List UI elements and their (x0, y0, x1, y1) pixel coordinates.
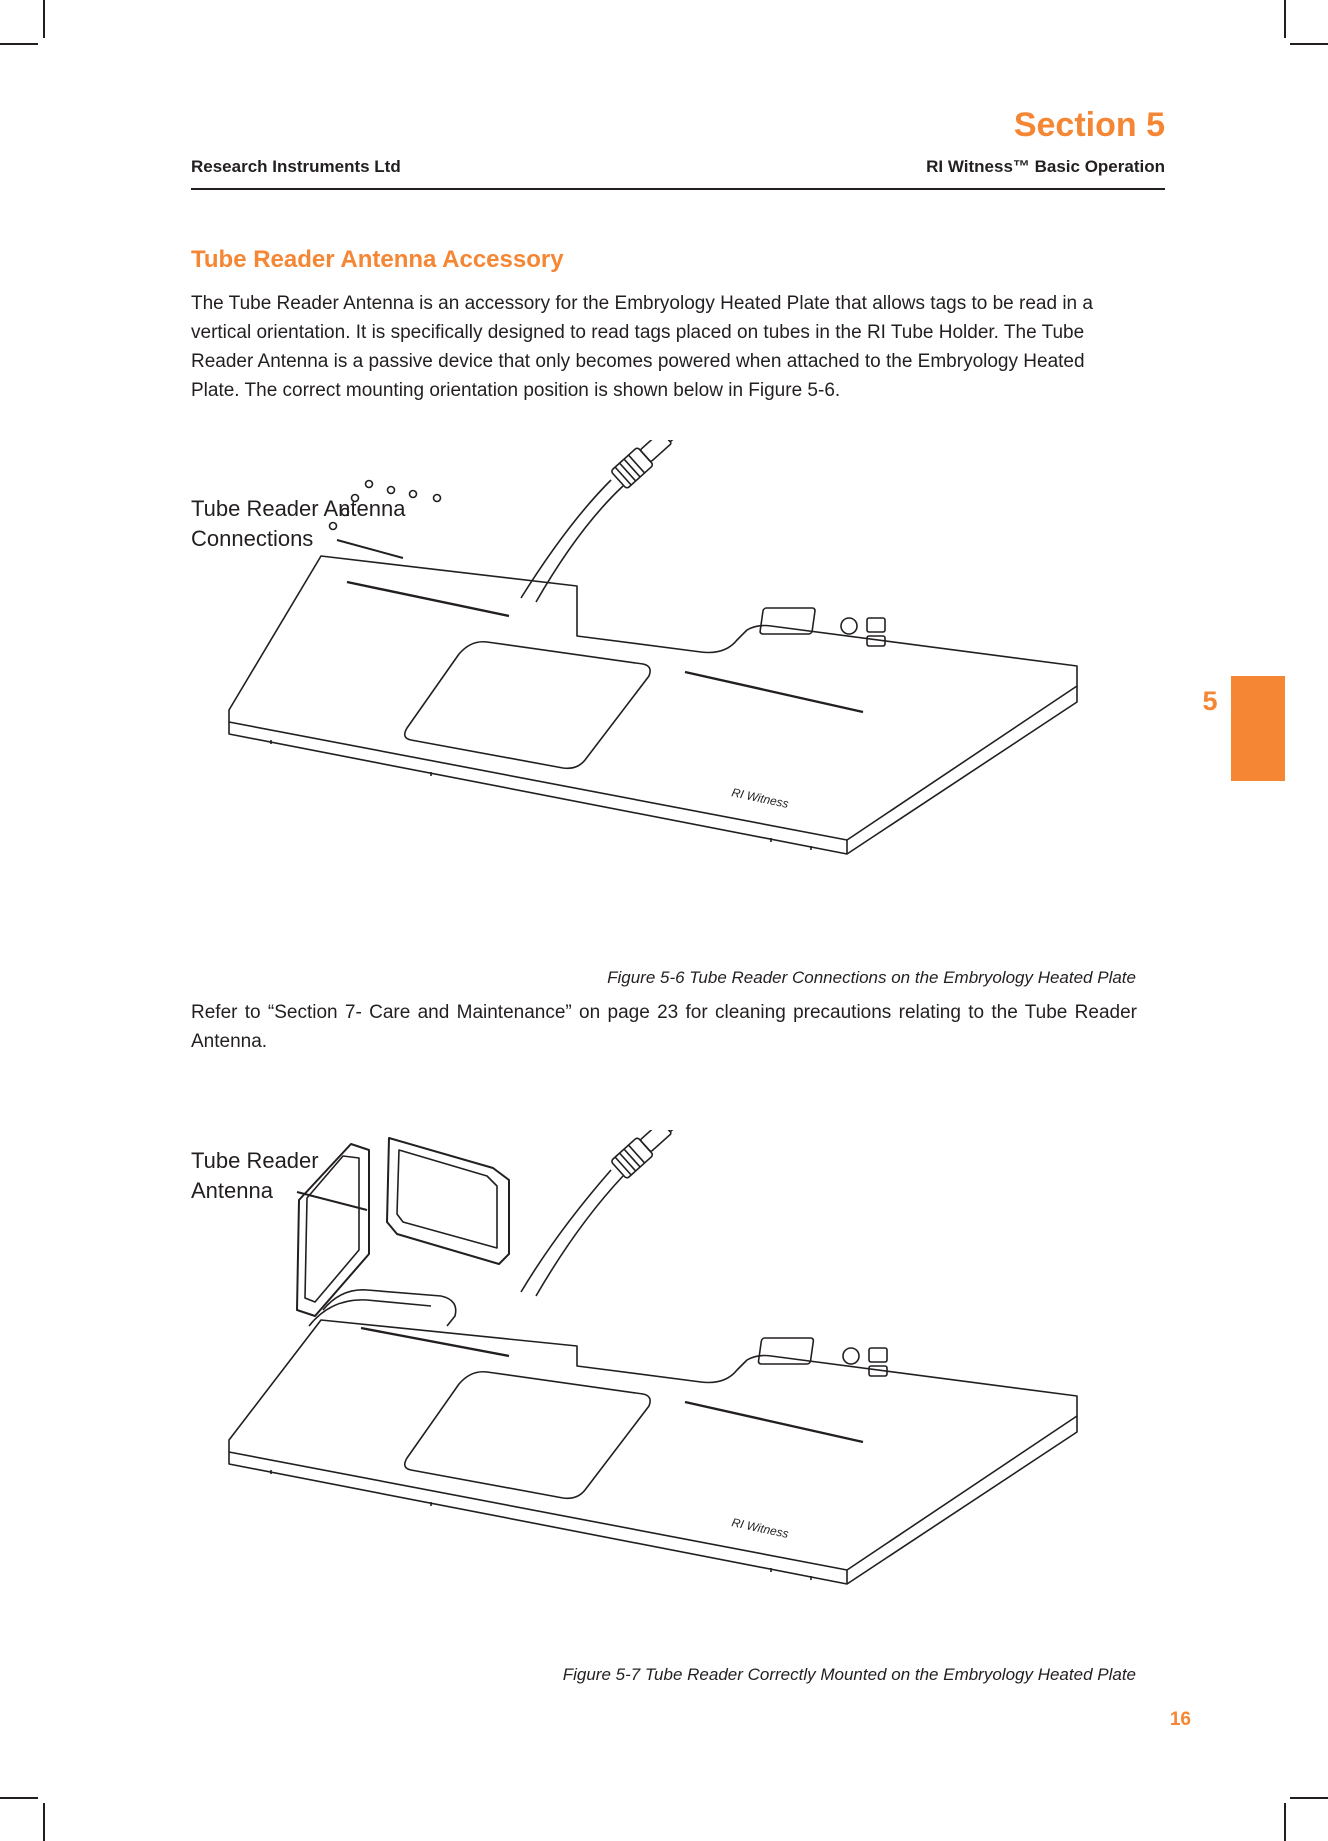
connection-hole (340, 507, 350, 517)
figure1-callout-line2: Connections (191, 526, 314, 551)
intro-paragraph: The Tube Reader Antenna is an accessory … (191, 293, 1093, 401)
figure2-callout: Tube Reader Antenna (191, 1146, 319, 1206)
mounted-antenna-figure: RI Witness (228, 1130, 1078, 1585)
section-tab-number: 5 (1202, 686, 1218, 716)
plate-top (228, 1319, 1078, 1571)
connection-hole (350, 493, 360, 503)
connection-hole (386, 485, 396, 495)
control-panel (759, 607, 886, 647)
callout-leader-line (336, 539, 404, 559)
heated-pad (403, 1370, 651, 1500)
cable (520, 1169, 612, 1293)
crop-mark (1284, 0, 1286, 38)
connection-hole (328, 521, 338, 531)
figure2-caption: Figure 5-7 Tube Reader Correctly Mounted… (562, 1665, 1136, 1684)
connector-icon (611, 1130, 685, 1179)
antenna-frame-left (296, 1143, 370, 1317)
figure2-callout-line2: Antenna (191, 1178, 273, 1203)
brand-mark: RI Witness (730, 785, 790, 811)
connector-icon (611, 440, 685, 489)
crop-mark (1284, 1803, 1286, 1841)
cable (535, 485, 624, 603)
heated-plate-figure: RI Witness (228, 440, 1078, 855)
page-heading: Tube Reader Antenna Accessory (191, 246, 564, 273)
control-panel (757, 1337, 888, 1377)
plate-side (228, 1416, 1078, 1585)
header-subtitle: RI Witness™ Basic Operation (926, 157, 1165, 176)
crop-mark (1290, 43, 1328, 45)
page-number: 16 (1169, 1709, 1191, 1730)
cable (520, 479, 612, 599)
crop-mark (43, 0, 45, 38)
heated-pad (403, 640, 651, 770)
header-rule (191, 188, 1165, 190)
plate-side (228, 686, 1078, 855)
antenna-base (322, 1289, 457, 1327)
connection-hole (432, 493, 442, 503)
figure2-callout-line1: Tube Reader (191, 1148, 319, 1173)
crop-mark (1290, 1797, 1328, 1799)
crop-mark (0, 43, 38, 45)
company-name: Research Instruments Ltd (191, 157, 401, 176)
care-paragraph: Refer to “Section 7- Care and Maintenanc… (191, 1002, 1137, 1052)
connection-hole (408, 489, 418, 499)
section-title: Section 5 (1013, 106, 1165, 144)
figure1-callout: Tube Reader Antenna Connections (191, 494, 405, 554)
figure1-caption: Figure 5-6 Tube Reader Connections on th… (607, 968, 1136, 987)
brand-mark: RI Witness (730, 1515, 790, 1541)
crop-mark (0, 1797, 38, 1799)
connection-hole (364, 479, 374, 489)
figure1-callout-line1: Tube Reader Antenna (191, 496, 406, 521)
cable (535, 1175, 624, 1297)
plate-top (228, 555, 1078, 841)
antenna-frame-right (386, 1137, 510, 1265)
section-tab (1231, 676, 1285, 781)
crop-mark (43, 1803, 45, 1841)
